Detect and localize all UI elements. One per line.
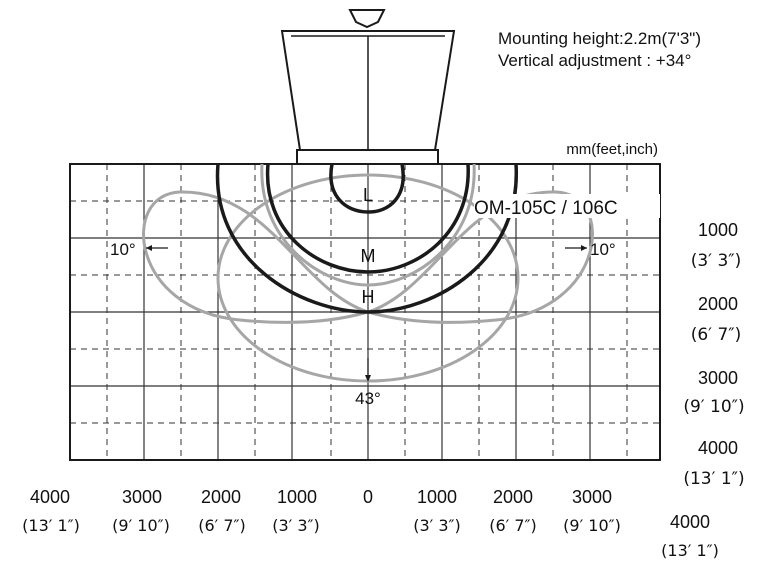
bottom-axis-right-ft-4000: (13′ 1″): [661, 541, 719, 560]
arrow-right-icon: [581, 245, 587, 251]
zone-h-curve: [215, 163, 518, 314]
arrow-down-icon: [365, 375, 371, 382]
right-axis-ft-1: (3′ 3″): [691, 251, 742, 271]
model-label: OM-105C / 106C: [474, 198, 618, 219]
mounting-height-text: Mounting height:2.2m(7'3"): [498, 29, 701, 48]
bottom-axis-right-ft-3000: (9′ 10″): [563, 516, 621, 535]
bottom-axis-left-ft-2000: (6′ 7″): [198, 516, 246, 535]
sensor-base: [296, 149, 439, 165]
bottom-axis-left-ft-1000: (3′ 3″): [272, 516, 320, 535]
units-label: mm(feet,inch): [566, 141, 658, 158]
sensor-knob-icon: [348, 9, 386, 29]
bottom-axis-left-mm-2000: 2000: [201, 487, 241, 507]
bottom-axis-left-mm-4000: 4000: [30, 487, 70, 507]
zone-l-label: L: [363, 185, 373, 205]
right-axis-mm-1: 1000: [698, 220, 738, 240]
grid: [69, 163, 661, 461]
zone-m-label: M: [361, 246, 376, 266]
bottom-axis-right-ft-1000: (3′ 3″): [413, 516, 461, 535]
right-axis: 1000 (3′ 3″) 2000 (6′ 7″) 3000 (9′ 10″) …: [683, 220, 744, 489]
right-axis-mm-4: 4000: [698, 438, 738, 458]
bottom-axis-left-ft-4000: (13′ 1″): [22, 516, 80, 535]
angle-left-label: 10°: [110, 240, 136, 259]
zone-l-curve: [329, 163, 405, 214]
grid-frame: [69, 163, 661, 461]
right-axis-ft-4: (13′ 1″): [683, 469, 744, 489]
bottom-axis-right-mm-2000: 2000: [493, 487, 533, 507]
detection-curves: [142, 163, 594, 383]
right-axis-mm-3: 3000: [698, 368, 738, 388]
bottom-axis: 4000 3000 2000 1000 0 1000 2000 3000 400…: [22, 487, 719, 560]
bottom-axis-left-ft-3000: (9′ 10″): [112, 516, 170, 535]
bottom-axis-left-mm-1000: 1000: [277, 487, 317, 507]
gray-curve-right-lobe: [367, 190, 594, 324]
right-axis-ft-2: (6′ 7″): [691, 325, 742, 345]
bottom-axis-right-mm-1000: 1000: [417, 487, 457, 507]
bottom-axis-right-ft-2000: (6′ 7″): [489, 516, 537, 535]
arrow-left-icon: [146, 245, 152, 251]
right-axis-ft-3: (9′ 10″): [683, 397, 744, 417]
angle-down-label: 43°: [355, 389, 381, 408]
zone-h-label: H: [362, 287, 375, 307]
bottom-axis-right-mm-4000: 4000: [670, 512, 710, 532]
gray-curve-inner: [260, 163, 476, 287]
vertical-adjustment-text: Vertical adjustment : +34°: [498, 51, 691, 70]
gray-curve-left-lobe: [142, 190, 369, 324]
bottom-axis-center-mm: 0: [363, 487, 373, 507]
right-axis-mm-2: 2000: [698, 294, 738, 314]
sensor-device: [280, 9, 456, 165]
angle-right-label: 10°: [590, 240, 616, 259]
bottom-axis-right-mm-3000: 3000: [572, 487, 612, 507]
bottom-axis-left-mm-3000: 3000: [122, 487, 162, 507]
zone-m-curve: [265, 163, 470, 274]
